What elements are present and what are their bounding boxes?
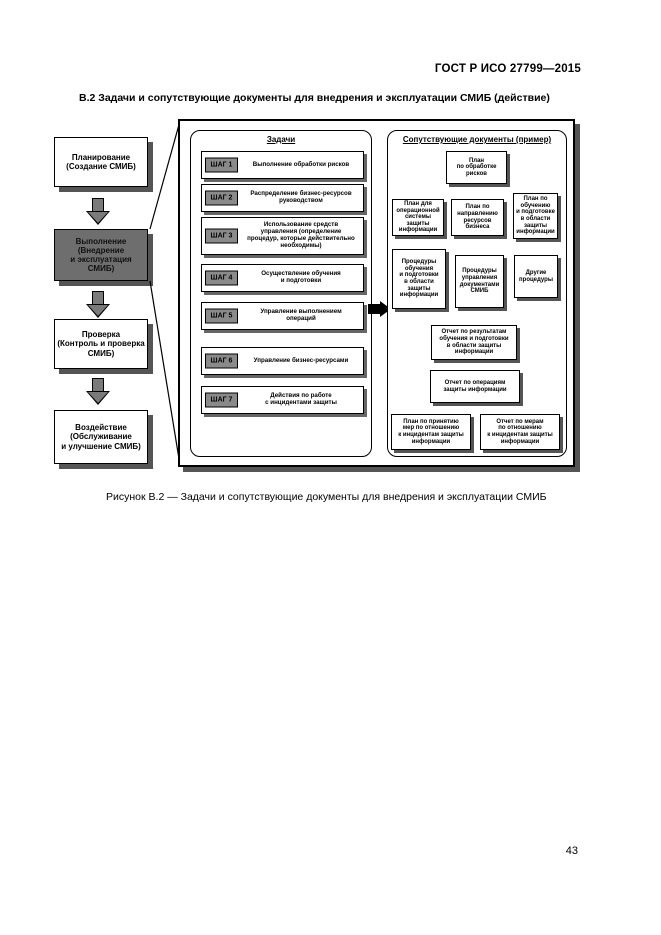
task-step-5: ШАГ 5 Управление выполнением операций [201, 302, 364, 330]
documents-panel-title: Сопутствующие документы (пример) [402, 135, 552, 144]
task-step-3: ШАГ 3 Использование средств управления (… [201, 217, 364, 255]
task-step-2: ШАГ 2 Распределение бизнес-ресурсов руко… [201, 184, 364, 212]
arrow-down-icon [86, 198, 110, 226]
tasks-panel: Задачи ШАГ 1 Выполнение обработки рисков… [190, 130, 372, 457]
step-label: ШАГ 6 [205, 353, 238, 369]
doc-training-procedures: Процедуры обучения и подготовки в област… [392, 249, 446, 309]
doc-incident-response-plan: План по принятию мер по отношению к инци… [391, 414, 471, 450]
task-text: Управление выполнением операций [260, 308, 342, 322]
doc-operational-security-plan: План для операционной системы защиты инф… [392, 199, 444, 236]
step-label: ШАГ 5 [205, 308, 238, 324]
tasks-panel-title: Задачи [266, 135, 296, 144]
doc-security-operations-report: Отчет по операциям защиты информации [430, 370, 520, 403]
task-step-4: ШАГ 4 Осуществление обучения и подготовк… [201, 264, 364, 292]
doc-training-plan: План по обучению и подготовке в области … [513, 193, 558, 239]
phase-check: Проверка (Контроль и проверка СМИБ) [54, 319, 148, 369]
doc-other-procedures: Другие процедуры [514, 255, 558, 298]
arrow-down-icon [86, 378, 110, 406]
doc-document-control-procedures: Процедуры управления документами СМИБ [455, 255, 504, 308]
task-step-1: ШАГ 1 Выполнение обработки рисков [201, 151, 364, 179]
step-label: ШАГ 2 [205, 190, 238, 206]
task-text: Управление бизнес-ресурсами [253, 356, 349, 364]
task-text: Использование средств управления (опреде… [247, 221, 355, 249]
page-number: 43 [565, 845, 578, 857]
doc-incident-measures-report: Отчет по мерам по отношению к инцидентам… [480, 414, 560, 450]
task-text: Выполнение обработки рисков [252, 160, 350, 168]
doc-training-results-report: Отчет по результатам обучения и подготов… [431, 325, 517, 360]
step-label: ШАГ 4 [205, 270, 238, 286]
arrow-down-icon [86, 291, 110, 319]
task-text: Действия по работе с инцидентами защиты [265, 392, 337, 406]
task-text: Осуществление обучения и подготовки [261, 270, 341, 284]
doc-business-resources-plan: План по направлению ресурсов бизнеса [451, 199, 504, 236]
detail-frame: Задачи ШАГ 1 Выполнение обработки рисков… [178, 119, 575, 467]
phase-plan: Планирование (Создание СМИБ) [54, 137, 148, 187]
documents-panel: Сопутствующие документы (пример) План по… [387, 130, 567, 457]
phase-act: Воздействие (Обслуживание и улучшение СМ… [54, 410, 148, 464]
step-label: ШАГ 1 [205, 157, 238, 173]
phase-do: Выполнение (Внедрение и эксплуатация СМИ… [54, 229, 148, 281]
figure-caption: Рисунок В.2 — Задачи и сопутствующие док… [106, 491, 547, 503]
task-text: Распределение бизнес-ресурсов руководств… [250, 190, 352, 204]
step-label: ШАГ 3 [205, 228, 238, 244]
section-title: В.2 Задачи и сопутствующие документы для… [79, 92, 550, 104]
task-step-7: ШАГ 7 Действия по работе с инцидентами з… [201, 386, 364, 414]
doc-risk-treatment-plan: План по обработке рисков [446, 151, 507, 184]
step-label: ШАГ 7 [205, 392, 238, 408]
task-step-6: ШАГ 6 Управление бизнес-ресурсами [201, 347, 364, 375]
document-standard-header: ГОСТ Р ИСО 27799—2015 [434, 63, 581, 75]
connector-arrow-icon [368, 301, 391, 317]
